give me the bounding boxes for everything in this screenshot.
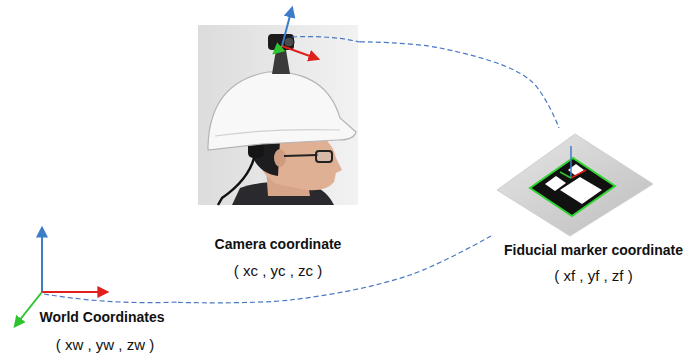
coordinate-tuple: ( xc , yc , zc ) xyxy=(234,262,322,280)
frame-name: Camera coordinate xyxy=(215,236,342,253)
glasses-lens xyxy=(316,151,332,162)
camera-y-axis xyxy=(274,46,282,53)
helmet-ridge xyxy=(215,130,340,136)
coordinate-tuple: ( xw , yw , zw ) xyxy=(56,336,154,354)
transform-connector xyxy=(360,42,559,128)
photo-background xyxy=(198,25,358,205)
helmet xyxy=(208,72,356,150)
dashed-stub xyxy=(44,294,178,303)
marker-pattern xyxy=(560,177,602,204)
world-x-axis xyxy=(42,291,107,293)
marker-square xyxy=(530,158,615,216)
world-y-axis xyxy=(15,292,42,326)
coordinate-frame: Camera coordinate( xc , yc , zc ) xyxy=(196,25,360,265)
camera-lens xyxy=(284,37,294,47)
transform-connector xyxy=(178,236,491,303)
dashed-stub xyxy=(292,37,360,42)
coordinate-frame: Fiducial marker coordinate ( xf , yf , zf… xyxy=(491,128,694,288)
marker-z-axis xyxy=(570,146,572,178)
glasses-arm xyxy=(284,155,318,156)
frame-name: World Coordinates xyxy=(40,309,165,326)
fiducial-marker xyxy=(497,134,653,236)
coordinate-frame: World Coordinates ( xw , yw , zw ) xyxy=(8,222,178,356)
marker-x-axis xyxy=(571,170,586,178)
camera-x-axis xyxy=(282,46,318,59)
cable xyxy=(218,158,254,205)
marker-paper xyxy=(497,134,653,236)
camera-z-axis xyxy=(282,8,292,46)
marker-pattern xyxy=(545,176,566,191)
world-z-axis xyxy=(41,228,43,292)
coordinate-tuple: ( xf , yf , zf ) xyxy=(554,267,632,285)
frame-name: Fiducial marker coordinate xyxy=(504,242,683,259)
marker-y-axis xyxy=(560,172,571,178)
ear xyxy=(274,149,286,167)
